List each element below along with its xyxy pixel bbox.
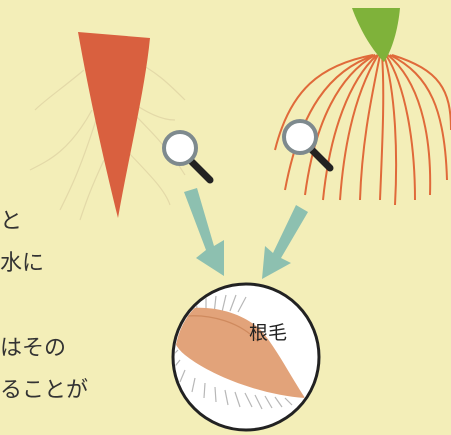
body-text-line: 水に [0, 251, 45, 276]
root-tissue [175, 307, 305, 398]
magnifier-icon [282, 119, 334, 172]
taproot-body [78, 32, 150, 218]
magnifier-icon [162, 130, 214, 184]
root-hair-label: 根毛 [249, 322, 288, 344]
magnified-root-hair [171, 282, 321, 432]
arrow-down-icon [262, 205, 308, 279]
body-text-line: と [0, 209, 23, 234]
body-text-line: はその [0, 336, 67, 361]
body-text-line: ることが [0, 378, 89, 403]
leaf-top [352, 8, 400, 62]
taproot [29, 32, 186, 221]
arrow-down-icon [184, 188, 224, 276]
fibrous-root [274, 8, 451, 206]
